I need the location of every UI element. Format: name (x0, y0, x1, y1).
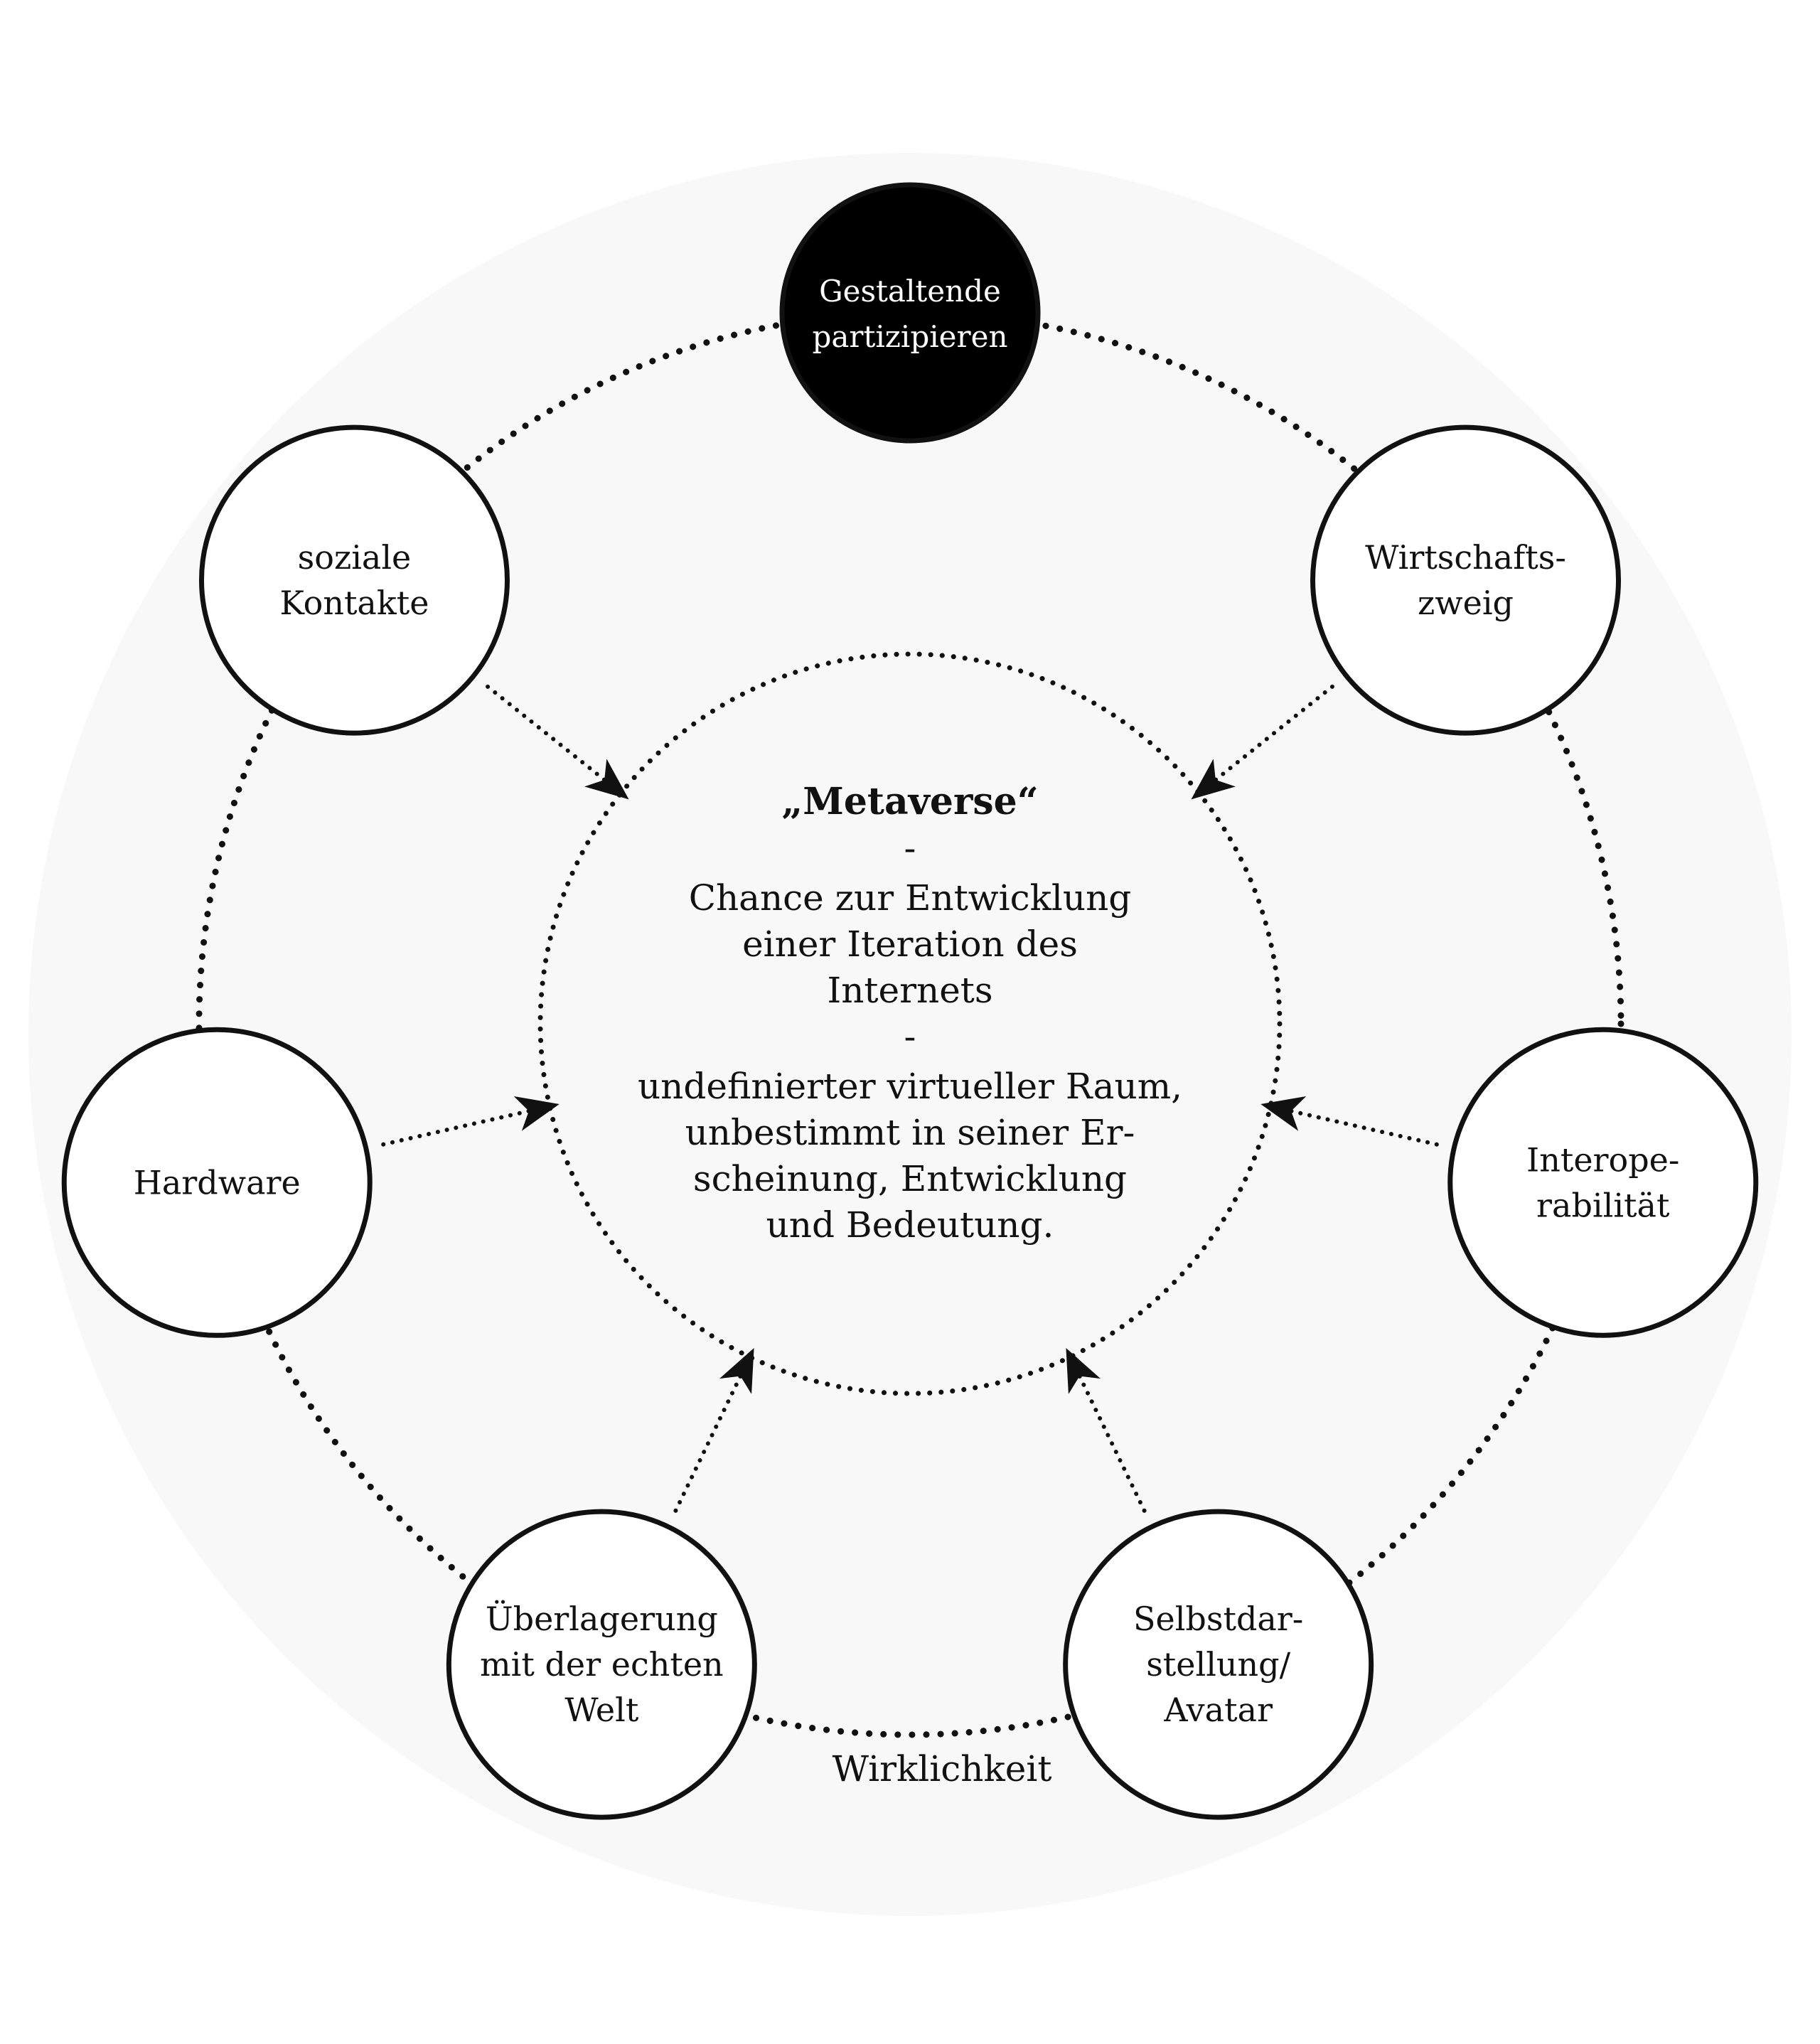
arrow-wirtschaft (1191, 684, 1334, 800)
node-label-ueberlagerung-2: Welt (564, 1691, 638, 1729)
arrows-layer (381, 684, 1439, 1513)
center-line-7: unbestimmt in seiner Er- (685, 1112, 1135, 1153)
node-label-gestaltende-1: partizipieren (812, 319, 1007, 354)
node-label-interop-1: rabilität (1536, 1186, 1670, 1224)
node-label-ueberlagerung-1: mit der echten (480, 1645, 724, 1684)
node-circle-hardware (61, 1027, 373, 1338)
node-circle-gestaltende (779, 182, 1041, 444)
reality-label: Wirklichkeit (833, 1748, 1052, 1789)
arrow-ueberlagerung (673, 1347, 754, 1513)
node-label-wirtschaft-1: zweig (1418, 584, 1514, 622)
node-circle-sozial (198, 424, 510, 736)
node-label-selbst-0: Selbstdar- (1133, 1600, 1303, 1638)
center-line-3: einer Iteration des (742, 924, 1078, 965)
center-line-1: - (904, 828, 916, 869)
center-line-8: scheinung, Entwicklung (693, 1158, 1127, 1199)
node-label-wirtschaft-0: Wirtschafts- (1365, 538, 1566, 577)
node-interop: Interope-rabilität (1447, 1027, 1759, 1338)
arrow-selbst (1066, 1347, 1147, 1513)
arrow-sozial (486, 684, 629, 800)
center-dotted-circle (537, 651, 1283, 1396)
center-line-4: Internets (827, 970, 992, 1011)
node-label-ueberlagerung-0: Überlagerung (486, 1599, 718, 1638)
arrow-interop (1260, 1096, 1439, 1147)
node-label-sozial-1: Kontakte (280, 584, 429, 622)
node-label-hardware-0: Hardware (134, 1163, 301, 1202)
outer-dotted-ring (196, 309, 1624, 1738)
node-circle-selbst (1063, 1509, 1374, 1820)
node-label-gestaltende-0: Gestaltende (819, 274, 1001, 309)
node-label-selbst-1: stellung/ (1146, 1645, 1290, 1684)
node-circle-ueberlagerung (446, 1509, 757, 1820)
node-selbst: Selbstdar-stellung/Avatar (1063, 1509, 1374, 1820)
node-label-sozial-0: soziale (298, 538, 412, 577)
node-hardware: Hardware (61, 1027, 373, 1338)
center-line-2: Chance zur Entwicklung (689, 877, 1132, 919)
node-wirtschaft: Wirtschafts-zweig (1310, 424, 1622, 736)
node-circle-wirtschaft (1310, 424, 1622, 736)
center-line-0: „Metaverse“ (781, 780, 1038, 823)
center-line-6: undefinierter virtueller Raum, (638, 1066, 1182, 1107)
nodes-layer: Gestaltende partizipierenWirtschafts-zwei… (61, 182, 1759, 1820)
node-label-selbst-2: Avatar (1163, 1691, 1273, 1729)
arrow-hardware (381, 1096, 560, 1147)
node-circle-interop (1447, 1027, 1759, 1338)
center-line-9: und Bedeutung. (766, 1204, 1054, 1246)
node-label-interop-0: Interope- (1526, 1140, 1679, 1179)
node-gestaltende: Gestaltende partizipieren (779, 182, 1041, 444)
center-line-5: - (904, 1016, 916, 1057)
center-text-block: „Metaverse“ - Chance zur Entwicklung ein… (638, 780, 1182, 1246)
